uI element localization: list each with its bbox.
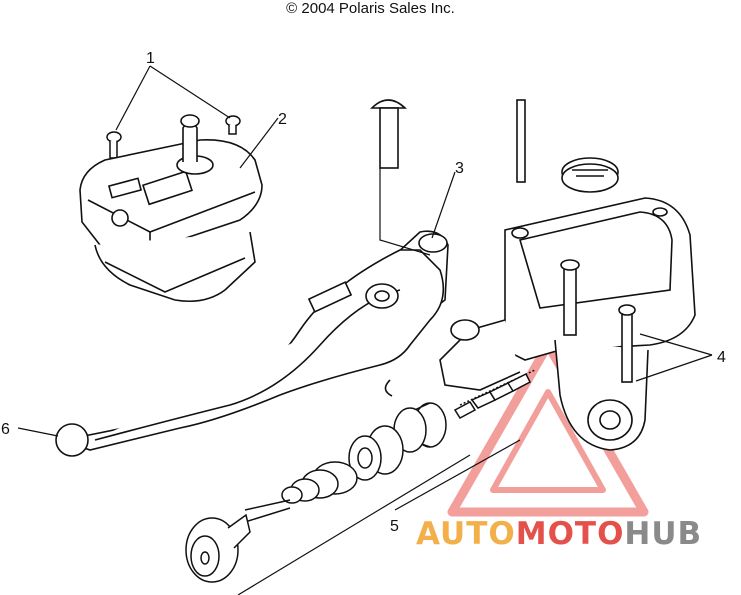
callout-1: 1 [146, 50, 155, 67]
callout-3: 3 [455, 160, 464, 177]
pivot-bolt [370, 99, 408, 169]
watermark-hub: HUB [624, 516, 703, 552]
watermark-logo-text: AUTOMOTOHUB [416, 516, 702, 552]
copyright-notice: © 2004 Polaris Sales Inc. [286, 0, 455, 17]
brake-lever [55, 249, 445, 457]
callout-5: 5 [390, 518, 399, 535]
callout-2: 2 [278, 111, 287, 128]
reservoir-cap [561, 157, 619, 193]
master-cylinder-body [439, 197, 696, 451]
piston-assembly [185, 369, 536, 583]
reservoir-cover [79, 114, 263, 303]
watermark-auto: AUTO [416, 516, 516, 552]
watermark-moto: MOTO [515, 516, 625, 552]
callout-4: 4 [717, 349, 726, 366]
screw-right [225, 115, 241, 135]
small-pin [516, 99, 526, 183]
callout-6: 6 [1, 421, 10, 438]
screw-left [106, 131, 122, 159]
leader-lines [17, 65, 713, 595]
